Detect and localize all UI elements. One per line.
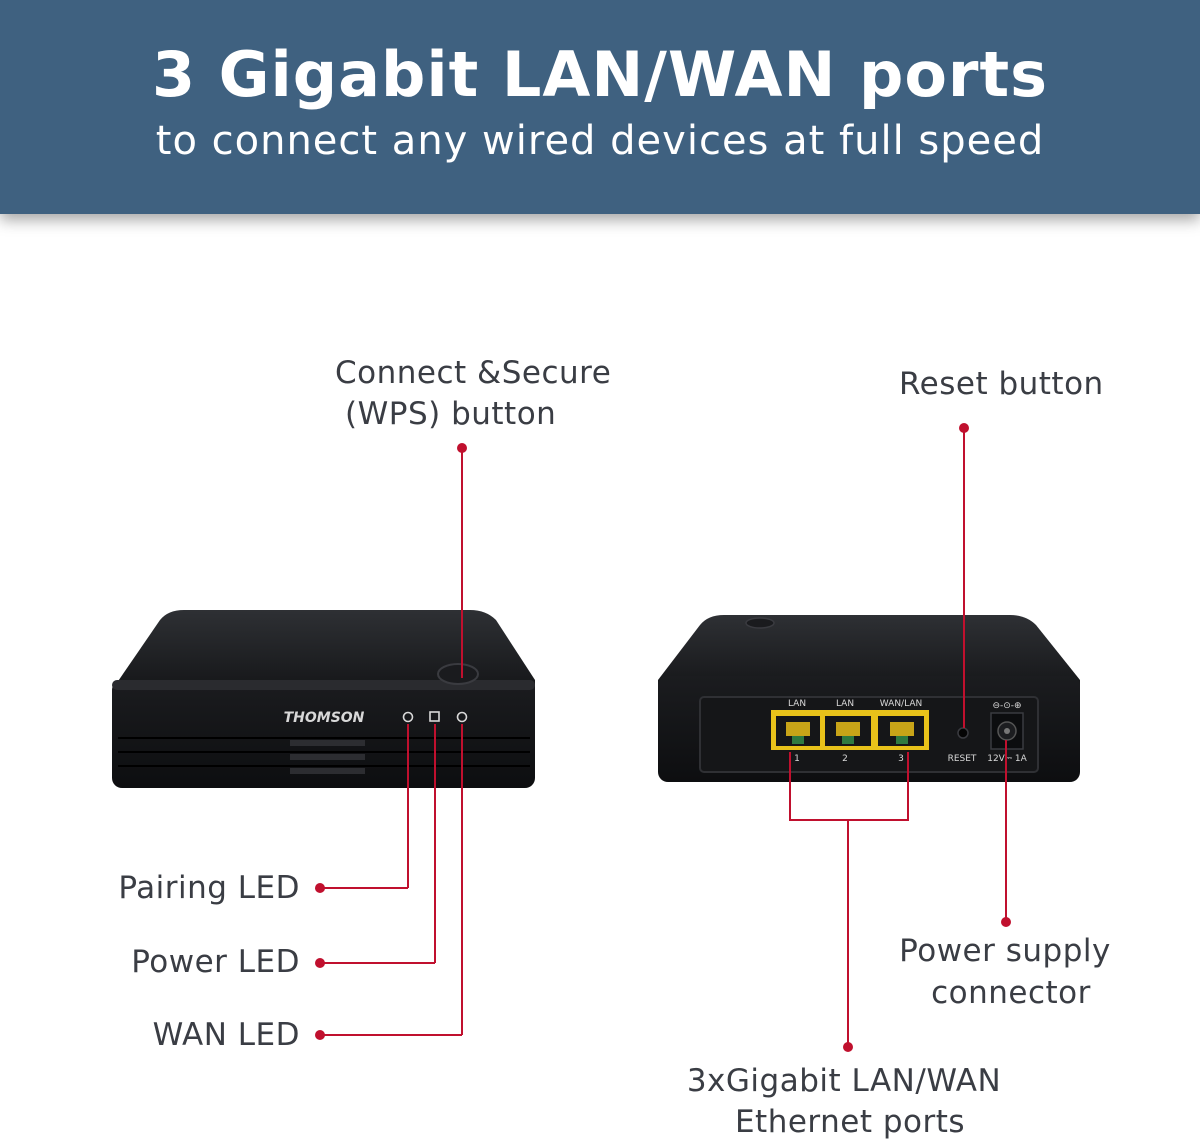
reset-text: RESET (948, 754, 977, 764)
router-front-view: THOMSON (112, 610, 535, 788)
banner-subtitle: to connect any wired devices at full spe… (155, 118, 1045, 164)
power-connector[interactable] (990, 712, 1024, 750)
port-number-2: 2 (842, 754, 848, 764)
wps-label-line2: (WPS) button (345, 396, 557, 432)
callout-dots (315, 423, 1011, 1052)
power-supply-label-line2: connector (931, 975, 1091, 1011)
ethernet-ports[interactable] (771, 710, 929, 750)
ethernet-label-line1: 3xGigabit LAN/WAN (686, 1063, 1002, 1099)
power-rating-text: 12V⎓ 1A (987, 754, 1027, 764)
callout-lines (320, 428, 1007, 1047)
router-back-view: LAN LAN WAN/LAN 1 2 3 RESET 12V⎓ 1A (658, 615, 1080, 782)
port-label-1: LAN (788, 699, 806, 709)
ethernet-label-line2: Ethernet ports (734, 1104, 966, 1140)
port-number-3: 3 (898, 754, 904, 764)
pairing-led-icon (402, 711, 414, 723)
wps-label-line1: Connect &Secure (335, 355, 612, 391)
wps-button[interactable] (437, 663, 479, 685)
power-led-label: Power LED (131, 944, 300, 980)
polarity-icon: ⊖-⊙-⊕ (992, 701, 1021, 711)
wan-led-label: WAN LED (152, 1017, 300, 1053)
port-number-1: 1 (794, 754, 800, 764)
brand-logo: THOMSON (284, 710, 365, 726)
port-label-2: LAN (836, 699, 854, 709)
vent-grille (290, 740, 365, 774)
reset-label: Reset button (899, 366, 1104, 402)
pairing-led-label: Pairing LED (118, 870, 300, 906)
reset-button[interactable] (957, 727, 969, 739)
header-banner: 3 Gigabit LAN/WAN ports to connect any w… (0, 0, 1200, 214)
power-led-icon (429, 711, 440, 722)
power-supply-label-line1: Power supply (899, 933, 1111, 969)
banner-title: 3 Gigabit LAN/WAN ports (151, 38, 1049, 111)
wan-led-icon (456, 711, 468, 723)
port-label-3: WAN/LAN (880, 699, 922, 709)
